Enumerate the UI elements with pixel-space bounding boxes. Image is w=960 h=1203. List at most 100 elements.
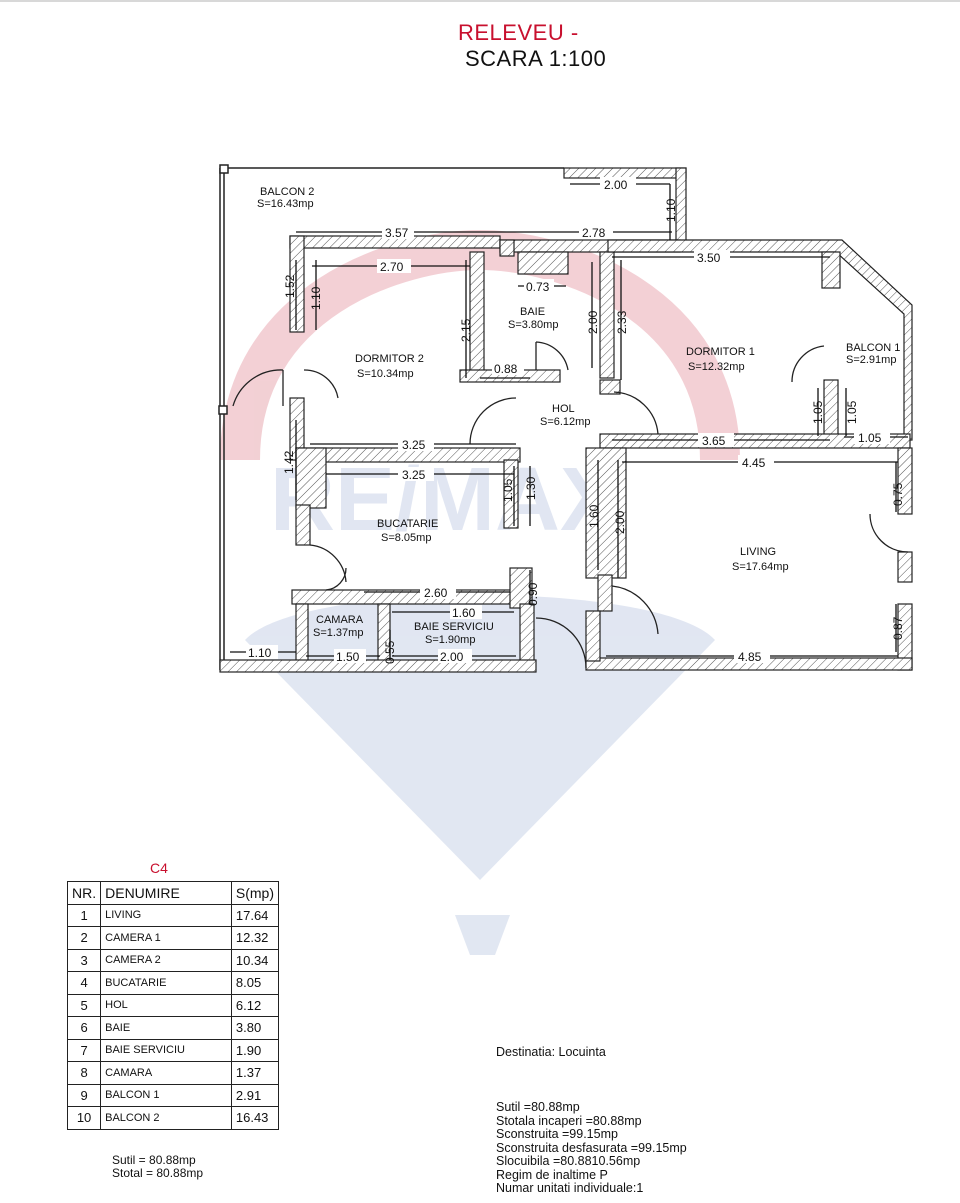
row-area: 3.80 (230, 1016, 280, 1040)
dim-label: 1.52 (283, 274, 297, 298)
col-header-nr: NR. (66, 881, 102, 905)
summary-line: Sutil =80.88mp (496, 1100, 580, 1114)
row-nr: 1 (66, 903, 102, 927)
row-name: CAMARA (100, 1061, 232, 1085)
room-name-baie: BAIE (520, 306, 545, 318)
svg-text:RE/MAX: RE/MAX (270, 450, 620, 550)
summary-line: Numar unitati individuale:1 (496, 1181, 644, 1195)
dim-label: 1.05 (858, 431, 882, 445)
row-nr: 5 (66, 993, 102, 1017)
destination-text: Destinatia: Locuinta (496, 1045, 606, 1059)
room-area-dormitor-2: S=10.34mp (357, 368, 414, 380)
row-area: 2.91 (230, 1083, 280, 1107)
dim-label: 2.00 (613, 510, 627, 534)
room-name-living: LIVING (740, 546, 776, 558)
row-nr: 3 (66, 948, 102, 972)
dim-label: 0.55 (383, 640, 397, 664)
row-name: CAMERA 2 (100, 948, 232, 972)
row-name: BALCON 2 (100, 1106, 232, 1130)
summary-line: Sconstruita desfasurata =99.15mp (496, 1140, 687, 1155)
row-nr: 2 (66, 926, 102, 950)
dim-label: 3.50 (697, 251, 721, 265)
balcon-2-outline (218, 164, 564, 670)
dim-label: 0.90 (526, 582, 540, 606)
room-name-balcon-2: BALCON 2 (260, 186, 314, 198)
row-area: 8.05 (230, 971, 280, 995)
drawing-title: RELEVEU - (458, 20, 579, 45)
row-nr: 9 (66, 1083, 102, 1107)
room-name-baie-serviciu: BAIE SERVICIU (414, 621, 494, 633)
dim-label: 1.05 (845, 400, 859, 424)
dim-label: 3.57 (385, 226, 409, 240)
row-nr: 8 (66, 1061, 102, 1085)
doors (232, 341, 909, 669)
dim-label: 1.50 (336, 650, 360, 664)
dim-label: 1.60 (452, 606, 476, 620)
dim-label: 1.10 (248, 646, 272, 660)
dim-label: 0.75 (891, 482, 905, 506)
table-totals: Sutil = 80.88mp Stotal = 80.88mp (112, 1154, 203, 1180)
dimension-labels: 2.00 3.57 2.78 2.70 0.73 0.88 3.50 3.65 … (246, 177, 890, 664)
dim-label: 2.00 (604, 178, 628, 192)
dim-label: 1.30 (524, 476, 538, 500)
dim-label: 0.87 (891, 616, 905, 640)
room-name-dormitor-1: DORMITOR 1 (686, 346, 755, 358)
walls (219, 167, 913, 673)
room-name-dormitor-2: DORMITOR 2 (355, 353, 424, 365)
dim-label: 0.88 (494, 362, 518, 376)
row-name: BALCON 1 (100, 1083, 232, 1107)
room-area-baie: S=3.80mp (508, 319, 558, 331)
room-name-balcon-1: BALCON 1 (846, 342, 900, 354)
dim-label: 4.45 (742, 456, 766, 470)
row-area: 16.43 (230, 1106, 280, 1130)
room-area-hol: S=6.12mp (540, 416, 590, 428)
row-area: 1.37 (230, 1061, 280, 1085)
dim-label: 1.10 (309, 286, 323, 310)
table-code: C4 (150, 860, 168, 876)
room-area-dormitor-1: S=12.32mp (688, 361, 745, 373)
summary-line: Sconstruita =99.15mp (496, 1127, 618, 1141)
row-name: BAIE (100, 1016, 232, 1040)
row-name: CAMERA 1 (100, 926, 232, 950)
row-nr: 4 (66, 971, 102, 995)
dim-label: 1.05 (811, 400, 825, 424)
row-name: HOL (100, 993, 232, 1017)
dim-label: 2.00 (586, 310, 600, 334)
dim-label: 1.10 (664, 198, 678, 222)
room-name-bucatarie: BUCATARIE (377, 518, 438, 530)
table-header-row: NR. DENUMIRE S(mp) (66, 881, 280, 905)
sutil-total: Sutil = 80.88mp (112, 1153, 196, 1167)
row-area: 1.90 (230, 1038, 280, 1062)
dim-label: 3.65 (702, 434, 726, 448)
dimension-labels-vertical: 1.10 1.52 1.10 2.15 2.00 2.33 1.05 1.05 … (282, 198, 905, 664)
row-name: LIVING (100, 903, 232, 927)
room-area-bucatarie: S=8.05mp (381, 532, 431, 544)
dim-label: 3.25 (402, 438, 426, 452)
room-area-balcon-1: S=2.91mp (846, 354, 896, 366)
row-name: BUCATARIE (100, 971, 232, 995)
surface-summary: Sutil =80.88mp Stotala incaperi =80.88mp… (496, 1100, 687, 1196)
row-name: BAIE SERVICIU (100, 1038, 232, 1062)
dim-label: 1.42 (282, 450, 296, 474)
row-nr: 10 (66, 1106, 102, 1130)
dim-label: 2.60 (424, 586, 448, 600)
summary-line: Stotala incaperi =80.88mp (496, 1113, 642, 1128)
dim-label: 2.15 (459, 318, 473, 342)
room-name-hol: HOL (552, 403, 575, 415)
row-area: 17.64 (230, 903, 280, 927)
row-nr: 6 (66, 1016, 102, 1040)
row-area: 10.34 (230, 948, 280, 972)
dim-label: 0.73 (526, 280, 550, 294)
row-area: 12.32 (230, 926, 280, 950)
room-name-camara: CAMARA (316, 614, 364, 626)
row-area: 6.12 (230, 993, 280, 1017)
